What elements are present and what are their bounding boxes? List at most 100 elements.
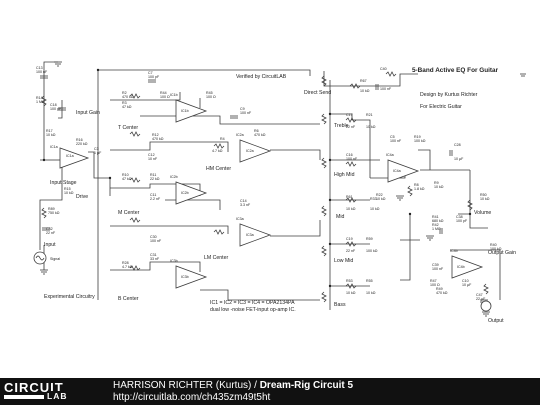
svg-text:IC4a: IC4a [393,169,401,173]
part-value: 22 nF [46,231,56,235]
part-value: 100 nF [150,239,162,243]
opamp-ic3b: IC3b [175,265,208,289]
part-designator: C7 [148,71,153,75]
output-label: Output [488,318,504,324]
part-designator: C5 [390,135,395,139]
part-designator: C30 [150,235,157,239]
part-designator: R17 [46,129,53,133]
part-designator: R4 [220,137,225,141]
part-designator: R2 [122,91,127,95]
part-value: 10 µF [462,283,472,287]
part-value: 470 kΩ [122,95,134,99]
circuit-url-link[interactable]: http://circuitlab.com/ch435zm49t5ht [113,392,271,403]
part-value: 100 Ω [160,95,170,99]
hm-center-label: HM Center [206,166,231,172]
part-value: 10 kΩ [366,125,376,129]
footer-bar: CIRCUIT LAB HARRISON RICHTER (Kurtus) / … [0,378,540,405]
part-value: 22 kΩ [150,177,160,181]
part-designator: C16 [346,153,353,157]
ic-label: IC1a [50,145,58,149]
part-value: 1 µF [94,151,102,155]
part-designator: R14 [36,96,43,100]
opamp-ic1a: IC1a [59,147,90,169]
svg-text:IC3b: IC3b [181,275,189,279]
part-value: 100 nF [390,139,402,143]
part-designator: R22 [376,193,383,197]
opamp-ic1b: IC1b [175,99,208,123]
ic-label: IC2a [236,133,244,137]
part-value: 10 kΩ [346,207,356,211]
design-credit: Design by Kurtus Richter [420,92,478,98]
part-value: 10 kΩ [64,191,74,195]
part-designator: R49 [436,287,443,291]
part-value: 100 nF [36,70,48,74]
part-designator: R55 [366,279,373,283]
part-value: 10 kΩ [366,291,376,295]
part-designator: R53 [346,279,353,283]
part-designator: R3 [122,101,127,105]
svg-text:IC4b: IC4b [457,265,465,269]
part-value: 10 kΩ [376,197,386,201]
part-designator: R47 [430,279,437,283]
part-designator: R12 [152,133,159,137]
part-designator: C12 [148,153,155,157]
part-value: 220 kΩ [76,142,88,146]
svg-text:IC1a: IC1a [66,154,74,158]
part-designator: C40 [380,67,387,71]
lm-center-label: LM Center [204,255,228,261]
part-designator: C9 [240,107,245,111]
input-stage-label: Input Stage [50,180,77,186]
low-mid-label: Low Mid [334,258,353,264]
part-value: 10 kΩ [434,185,444,189]
ic-label: IC2b [170,175,178,179]
part-designator: C32 [46,227,53,231]
part-value: 22 nF [346,125,356,129]
part-designator: C11 [150,193,156,197]
part-value: 10 kΩ [360,89,370,93]
part-designator: R28 [122,261,129,265]
input-signal-source [33,251,47,265]
title-separator: / [251,380,260,391]
part-designator: C19 [346,237,353,241]
part-value: 100 Ω [430,283,440,287]
part-value: 1 MΩ [36,100,45,104]
ic-label: IC4b [450,249,458,253]
input-gain-label: Input Gain [76,110,100,116]
part-value: 100 nF [346,157,358,161]
part-designator: C18 [50,103,57,107]
schematic-diagram: IC1a IC1b IC2a IC2b IC3a IC3b IC4a IC4b [33,61,526,324]
pot-volume [467,199,473,211]
part-designator: R61 [346,195,353,199]
part-value: 750 kΩ [48,211,60,215]
ic-note-line1: IC1 = IC2 = IC3 = IC4 = OPA2134PA [210,300,295,306]
svg-text:IC1b: IC1b [181,109,189,113]
part-value: 1 MΩ [432,227,441,231]
author-link[interactable]: HARRISON RICHTER (Kurtus) [113,380,252,391]
output-gain-label: Output Gain [488,250,516,256]
part-designator: R6 [254,129,259,133]
part-designator: C13 [36,66,43,70]
part-value: 470 kΩ [152,137,164,141]
part-value: 100 Ω [206,95,216,99]
part-value: 680 kΩ [432,219,444,223]
part-designator: R89 [48,207,55,211]
pot-high-mid [321,157,327,169]
input-label: Input [44,242,56,248]
part-designator: R41 [432,215,439,219]
pot-mid [321,205,327,217]
schematic-title: 5-Band Active EQ For Guitar [412,67,499,74]
verified-label: Verified by CircuitLAB [236,74,287,80]
pot-direct-send [321,75,327,87]
pot-low-mid [321,245,327,257]
part-designator: C47 [476,293,483,297]
part-designator: C10 [462,279,469,283]
output-jack [480,300,492,312]
part-value: 100 pF [50,107,62,111]
footer-title: HARRISON RICHTER (Kurtus) / Dream-Rig Ci… [113,380,353,391]
part-value: 100 kΩ [490,247,502,251]
part-designator: R10 [122,173,129,177]
part-designator: C17 [346,113,353,117]
experimental-label: Experimental Circuitry [44,294,95,300]
part-designator: C14 [240,199,247,203]
ic-label: IC1b [170,93,178,97]
